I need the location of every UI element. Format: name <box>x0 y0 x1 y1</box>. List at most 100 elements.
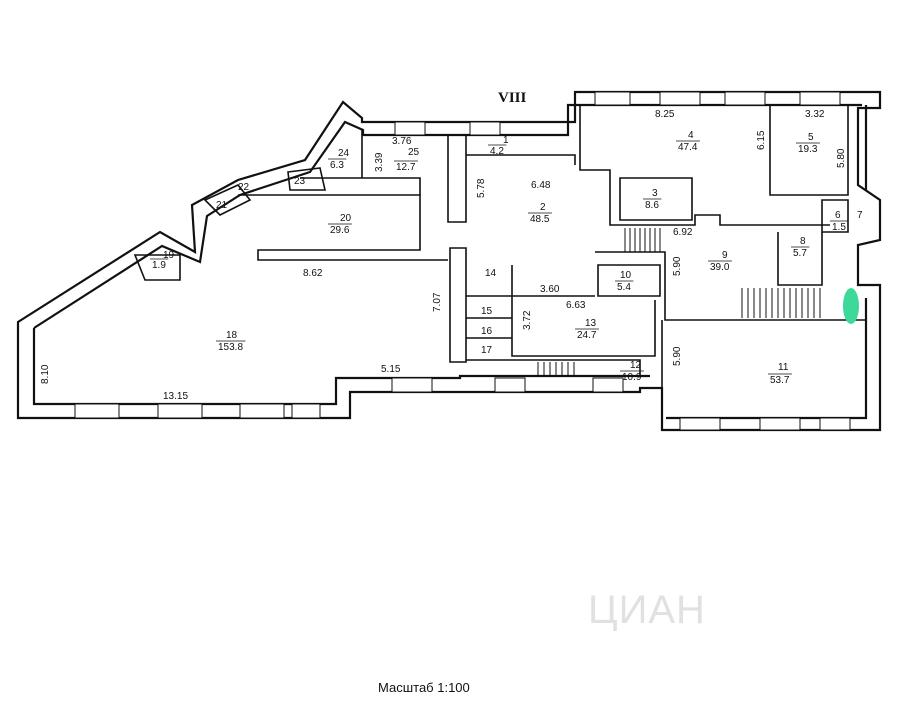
room-number: 25 <box>408 147 420 158</box>
room-area: 5.4 <box>617 282 631 293</box>
room-area: 24.7 <box>577 330 597 341</box>
room-number: 13 <box>585 318 597 329</box>
room-number: 21 <box>216 200 228 211</box>
room-area: 39.0 <box>710 262 730 273</box>
interior-wall <box>466 359 641 376</box>
interior-wall <box>466 154 576 165</box>
dimension-label: 3.60 <box>540 284 560 295</box>
interior-wall <box>821 199 849 233</box>
room-area: 6.3 <box>330 160 344 171</box>
interior-walls <box>133 105 866 418</box>
room-number: 23 <box>294 176 306 187</box>
window <box>659 91 701 106</box>
room-area: 10.9 <box>622 372 642 383</box>
room-number: 14 <box>485 268 497 279</box>
room-area: 4.2 <box>490 146 504 157</box>
interior-wall <box>238 194 448 261</box>
dimension-label: 7.07 <box>432 292 443 312</box>
dimension-label: 8.25 <box>655 109 675 120</box>
interior-wall <box>203 184 252 216</box>
room-labels: 1 4.2 2 48.5 3 8.6 4 47.4 5 19.3 6 1.5 7… <box>150 130 863 386</box>
room-number: 9 <box>722 250 728 261</box>
window <box>759 417 801 431</box>
dimension-label: 5.90 <box>672 256 683 276</box>
room-area: 8.6 <box>645 200 659 211</box>
room-number: 16 <box>481 326 493 337</box>
dimension-label: 13.15 <box>163 391 188 402</box>
window <box>592 377 624 393</box>
window <box>394 121 426 136</box>
room-number: 3 <box>652 188 658 199</box>
interior-wall <box>664 300 866 321</box>
room-number: 2 <box>540 202 546 213</box>
dimension-label: 3.72 <box>522 310 533 330</box>
highlight-marker <box>843 288 859 324</box>
room-number: 10 <box>620 270 632 281</box>
room-number: 5 <box>808 132 814 143</box>
room-area: 153.8 <box>218 342 243 353</box>
window <box>494 377 526 393</box>
window <box>594 91 631 106</box>
room-area: 19.3 <box>798 144 818 155</box>
interior-wall <box>769 105 849 196</box>
interior-wall <box>777 232 823 286</box>
dimension-label: 3.76 <box>392 136 412 147</box>
stairs-lower <box>537 362 575 376</box>
dimension-label: 8.62 <box>303 268 323 279</box>
room-number: 20 <box>340 213 352 224</box>
window <box>291 403 321 419</box>
stairs-right <box>741 288 821 318</box>
window <box>74 403 120 419</box>
dimension-label: 6.92 <box>673 227 693 238</box>
room-area: 29.6 <box>330 225 350 236</box>
dimension-label: 6.63 <box>566 300 586 311</box>
room-area: 5.7 <box>793 248 807 259</box>
dimension-label: 8.10 <box>40 364 51 384</box>
dimension-label: 5.15 <box>381 364 401 375</box>
room-number: 24 <box>338 148 350 159</box>
window <box>679 417 721 431</box>
scale-caption: Масштаб 1:100 <box>378 680 470 695</box>
room-area: 47.4 <box>678 142 698 153</box>
room-area: 48.5 <box>530 214 550 225</box>
room-number: 22 <box>238 182 250 193</box>
dimension-label: 5.80 <box>836 148 847 168</box>
room-number: 12 <box>630 360 642 371</box>
window <box>819 417 851 431</box>
interior-wall <box>595 251 666 300</box>
dimension-label: 3.39 <box>374 152 385 172</box>
interior-wall <box>597 264 661 297</box>
interior-wall <box>619 177 693 221</box>
window <box>799 91 841 106</box>
room-number: 1 <box>503 135 509 146</box>
window <box>724 91 766 106</box>
room-number: 11 <box>778 362 789 373</box>
outer-wall-main <box>16 90 882 432</box>
room-number: 8 <box>800 236 806 247</box>
room-area: 53.7 <box>770 375 790 386</box>
interior-wall <box>449 247 467 363</box>
room-number: 4 <box>688 130 694 141</box>
interior-wall <box>361 130 421 195</box>
outer-walls <box>16 90 882 432</box>
dimension-label: 6.15 <box>756 130 767 150</box>
dimension-label: 5.90 <box>672 346 683 366</box>
window <box>391 377 433 393</box>
room-number: 19 <box>163 250 175 261</box>
dimension-label: 3.32 <box>805 109 825 120</box>
dimension-label: 6.48 <box>531 180 551 191</box>
room-number: 15 <box>481 306 493 317</box>
interior-wall <box>511 296 656 357</box>
window <box>469 121 501 136</box>
interior-wall <box>133 254 181 281</box>
room-area: 1.9 <box>152 260 166 271</box>
outer-wall-inner-offset <box>33 103 862 329</box>
room-area: 1.5 <box>832 222 846 233</box>
sheet-label: VIII <box>498 90 527 106</box>
interior-wall <box>579 105 830 226</box>
dimension-labels: 8.25 3.32 6.15 5.80 3.76 3.39 6.48 5.78 … <box>40 109 847 402</box>
windows <box>74 91 851 431</box>
watermark-logo: ЦИАН <box>588 588 706 632</box>
dimension-label: 5.78 <box>476 178 487 198</box>
